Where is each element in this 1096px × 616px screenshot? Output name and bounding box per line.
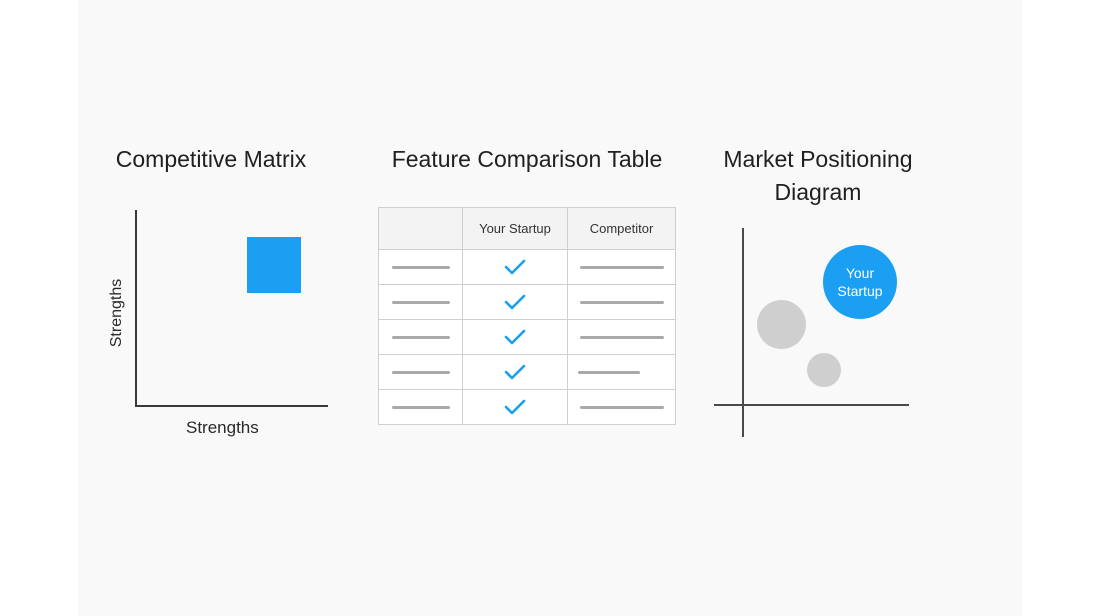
competitor-cell [567,249,676,285]
positioning-horizontal-axis [714,404,909,406]
your-startup-bubble: Your Startup [823,245,897,319]
your-startup-cell [462,354,568,390]
feature-placeholder-line [391,265,450,269]
checkmark-icon [463,398,567,416]
table-row [378,319,676,355]
positioning-vertical-axis [742,228,744,437]
feature-name-cell [378,249,463,285]
competitive-matrix-title: Competitive Matrix [115,146,307,172]
matrix-y-axis-label: Strengths [108,278,125,348]
checkmark-icon [463,293,567,311]
competitor-placeholder-line [578,370,640,374]
table-row [378,249,676,285]
competitor-bubble-small [807,353,841,387]
table-row [378,389,676,425]
feature-placeholder-line [391,335,450,339]
feature-placeholder-line [391,300,450,304]
feature-name-cell [378,354,463,390]
matrix-y-axis [135,210,137,407]
header-competitor: Competitor [567,207,676,250]
competitor-placeholder-line [579,405,664,409]
table-row [378,284,676,320]
table-header-row: Your Startup Competitor [378,207,676,250]
competitor-cell [567,354,676,390]
feature-name-cell [378,284,463,320]
your-startup-cell [462,284,568,320]
checkmark-icon [463,258,567,276]
matrix-x-axis [135,405,328,407]
competitor-placeholder-line [579,335,664,339]
competitor-cell [567,284,676,320]
market-positioning-title-line2: Diagram [774,179,862,205]
feature-table-title: Feature Comparison Table [391,146,663,172]
feature-name-cell [378,389,463,425]
checkmark-icon [463,328,567,346]
header-your-startup: Your Startup [462,207,568,250]
checkmark-icon [463,363,567,381]
market-positioning-title-line1: Market Positioning [723,146,913,172]
competitor-placeholder-line [579,265,664,269]
competitor-placeholder-line [579,300,664,304]
your-startup-cell [462,319,568,355]
competitor-cell [567,319,676,355]
your-startup-cell [462,389,568,425]
your-startup-cell [462,249,568,285]
competitor-cell [567,389,676,425]
table-row [378,354,676,390]
your-startup-bubble-line2: Startup [837,283,883,299]
your-startup-bubble-line1: Your [845,265,875,281]
feature-placeholder-line [391,405,450,409]
competitor-bubble-large [757,300,806,349]
table-body [378,249,676,425]
feature-name-cell [378,319,463,355]
matrix-highlight-square [247,237,301,293]
header-feature-cell [378,207,463,250]
feature-comparison-table: Your Startup Competitor [378,207,676,425]
feature-placeholder-line [391,370,450,374]
matrix-x-axis-label: Strengths [186,418,259,437]
market-positioning-title: Market Positioning Diagram [700,143,936,209]
